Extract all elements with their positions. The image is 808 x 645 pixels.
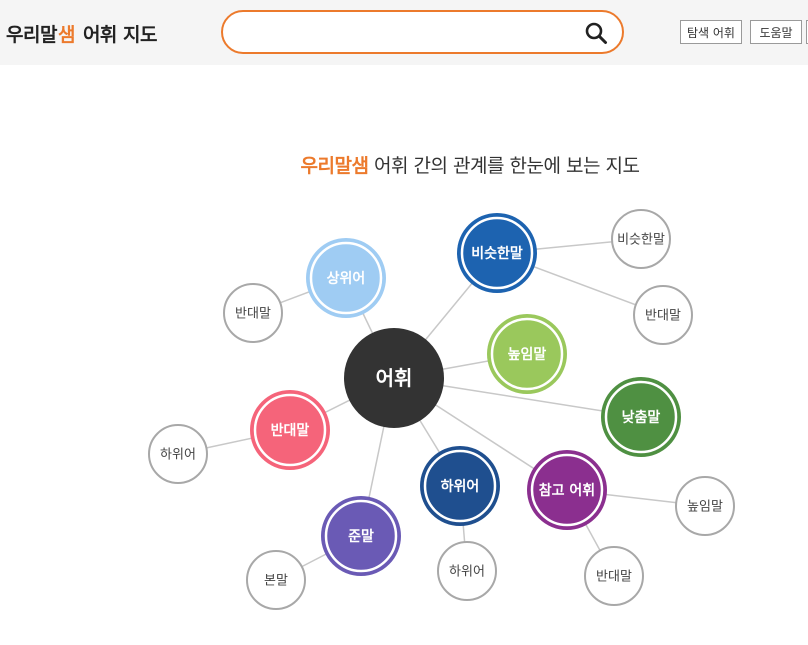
- logo-accent: 샘: [57, 23, 75, 46]
- relation-node-ring: [309, 241, 383, 315]
- relation-node-ring: [530, 453, 604, 527]
- leaf-node-synonym-0[interactable]: [611, 209, 671, 269]
- search-button[interactable]: [584, 21, 608, 45]
- leaf-node-hyponym-6[interactable]: [437, 541, 497, 601]
- leaf-node-label: 하위어: [160, 448, 196, 463]
- search-icon: [585, 22, 607, 44]
- headline-text: 어휘 간의 관계를 한눈에 보는 지도: [368, 155, 640, 177]
- center-node-label: 어휘: [376, 366, 413, 390]
- relation-node-label: 높임말: [508, 347, 547, 363]
- leaf-node-label: 반대말: [645, 309, 681, 324]
- leaf-node-label: 비슷한말: [617, 233, 665, 248]
- relation-node-label: 준말: [348, 529, 374, 545]
- leaf-node-antonym-3[interactable]: [148, 424, 208, 484]
- leaf-node-synonym-1[interactable]: [633, 285, 693, 345]
- relation-node-label: 하위어: [441, 478, 480, 495]
- leaf-node-label: 본말: [264, 574, 288, 589]
- relation-node-ring: [490, 317, 564, 391]
- logo-subtitle: 어휘 지도: [82, 23, 158, 46]
- leaf-node-label: 반대말: [235, 307, 271, 322]
- relation-node-label: 상위어: [327, 270, 366, 287]
- relation-node-label: 낮춤말: [622, 410, 661, 426]
- search-box: [221, 10, 624, 54]
- logo-text: 우리말: [6, 23, 57, 46]
- leaf-node-hypernym-2[interactable]: [223, 283, 283, 343]
- relation-node-ring: [324, 499, 398, 573]
- relation-node-ring: [253, 393, 327, 467]
- more-button[interactable]: [806, 20, 808, 44]
- leaf-node-reference-4[interactable]: [675, 476, 735, 536]
- search-input[interactable]: [239, 20, 583, 46]
- leaf-node-label: 반대말: [596, 570, 632, 585]
- leaf-node-label: 하위어: [449, 565, 485, 580]
- leaf-node-abbreviation-7[interactable]: [246, 550, 306, 610]
- relation-node-ring: [423, 449, 497, 523]
- relation-node-label: 참고 어휘: [539, 482, 595, 499]
- relation-node-label: 비슷한말: [471, 246, 523, 262]
- map-nodes: 비슷한말반대말반대말하위어높임말반대말하위어본말비슷한말상위어높임말낮춤말반대말…: [148, 209, 735, 610]
- relation-node-ring: [604, 380, 678, 454]
- relation-node-ring: [460, 216, 534, 290]
- explore-words-button[interactable]: 탐색 어휘: [680, 20, 742, 44]
- help-button[interactable]: 도움말: [750, 20, 802, 44]
- headline-brand: 우리말샘: [300, 155, 369, 177]
- leaf-node-reference-5[interactable]: [584, 546, 644, 606]
- center-node[interactable]: [344, 328, 444, 428]
- leaf-node-label: 높임말: [687, 500, 723, 515]
- relation-node-label: 반대말: [271, 422, 310, 439]
- page-headline: 우리말샘 어휘 간의 관계를 한눈에 보는 지도: [0, 151, 808, 178]
